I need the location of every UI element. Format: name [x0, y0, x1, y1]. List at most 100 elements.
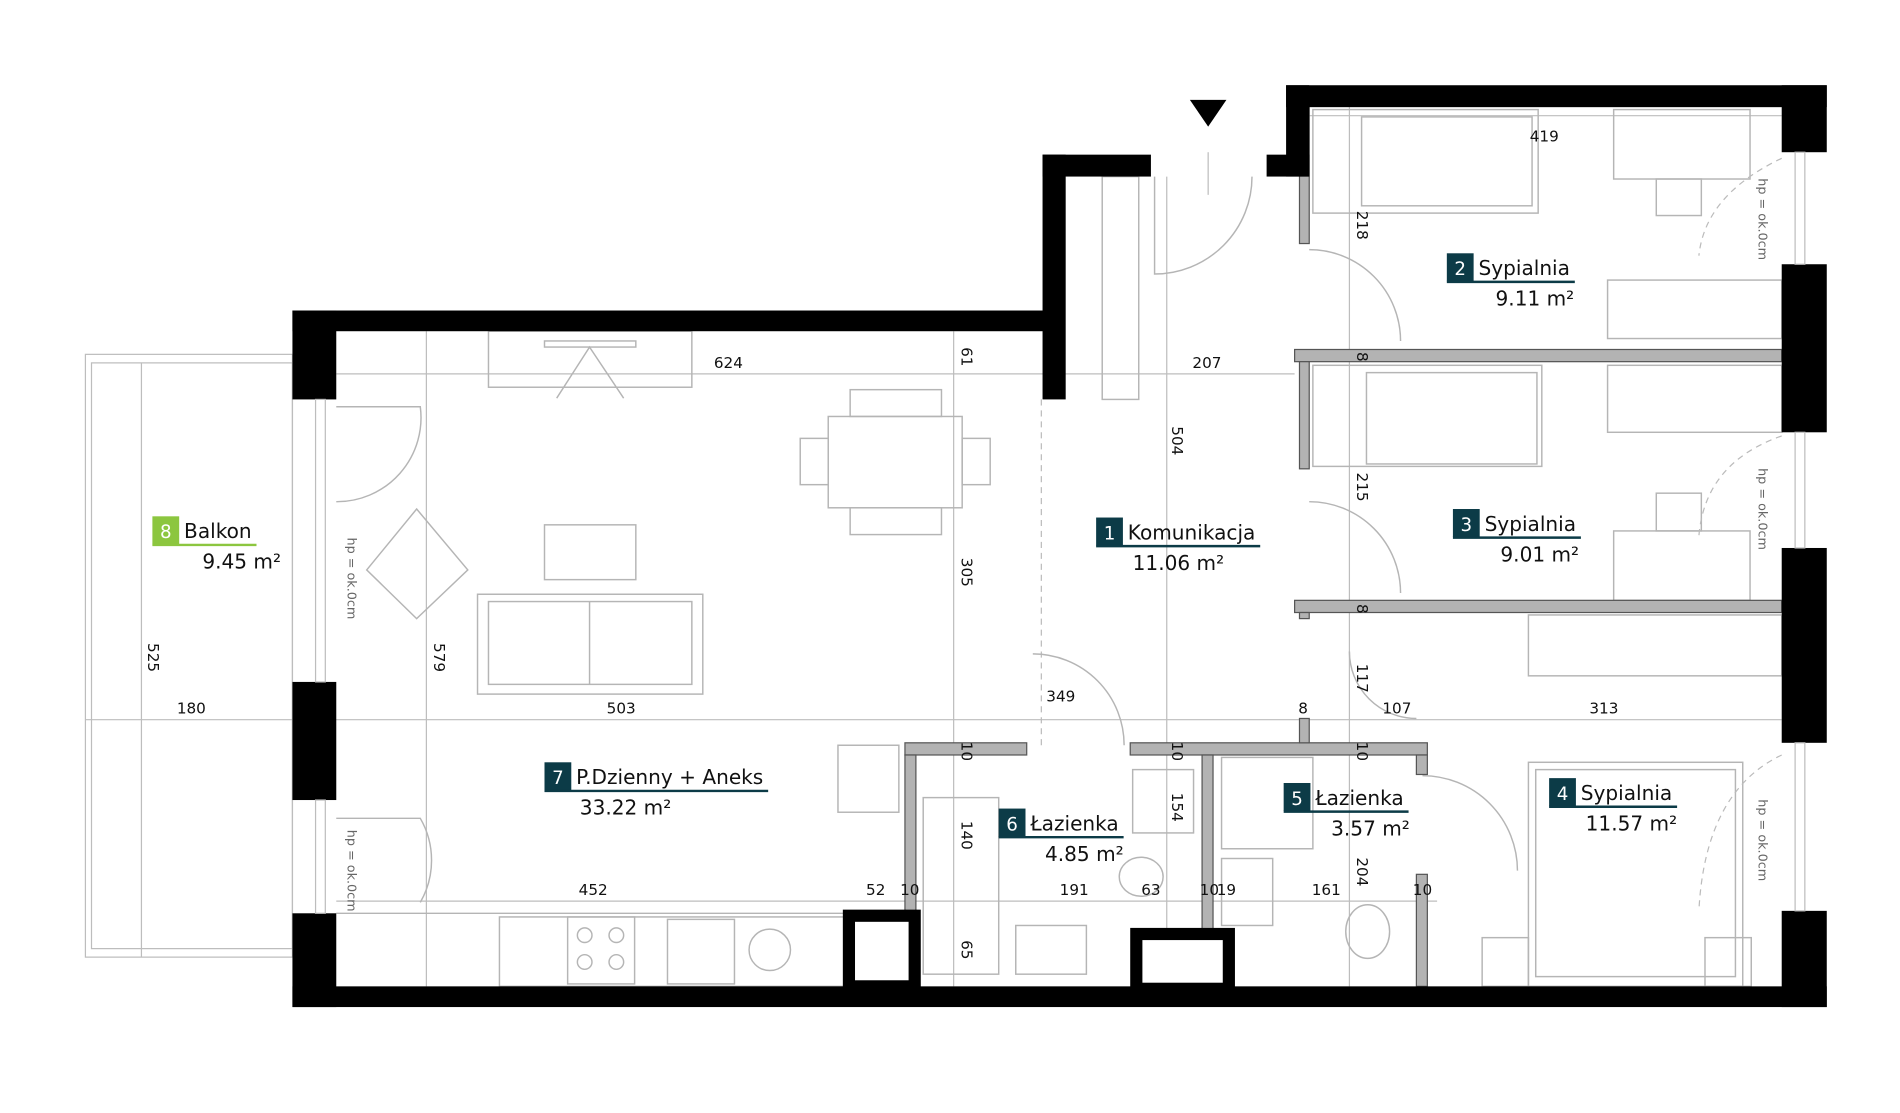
dimension-label: 10: [900, 881, 919, 899]
area-value: 11.57: [1586, 811, 1650, 835]
room-number: 4: [1557, 784, 1569, 805]
room-name: Łazienka: [1314, 786, 1403, 810]
dimension-label: 579: [430, 643, 448, 672]
dimension-label: 117: [1353, 664, 1371, 693]
room-area: 3.57 m²: [1331, 816, 1410, 840]
kitchen-counter: [498, 916, 854, 988]
room-number-tag: [544, 762, 572, 791]
room-name: Komunikacja: [1128, 520, 1256, 544]
wardrobe: [1527, 614, 1783, 677]
dimension-label: 52: [866, 881, 885, 899]
dimension-label: 8: [1353, 352, 1371, 362]
window-notes: hp = ok.0cm hp = ok.0cm hp = ok.0cm hp = ok…: [343, 178, 1769, 911]
dimension-label: 204: [1353, 857, 1371, 886]
dimension-label: 419: [1530, 127, 1559, 145]
room-label-2: 2 Sypialnia 9.11 m²: [1446, 253, 1575, 311]
room-label-6: 6 Łazienka 4.85 m²: [998, 808, 1124, 866]
area-value: 4.85: [1045, 842, 1096, 866]
area-value: 33.22: [580, 796, 644, 820]
dimension-label: 305: [957, 558, 975, 587]
dimension-label: 61: [957, 347, 975, 366]
balcony-outline: [84, 353, 294, 958]
room-number-tag: [1096, 517, 1123, 546]
area-unit: m²: [1197, 551, 1225, 575]
area-unit: m²: [1382, 816, 1410, 840]
doors: [336, 157, 1782, 911]
area-unit: m²: [644, 796, 672, 820]
dimension-label: 8: [1353, 604, 1371, 614]
room-label-5: 5 Łazienka 3.57 m²: [1283, 782, 1410, 840]
dimension-lines: [85, 107, 1782, 987]
area-unit: m²: [253, 550, 281, 574]
room-name: Sypialnia: [1485, 512, 1576, 536]
room-area: 9.45 m²: [202, 550, 281, 574]
dimension-label: 10: [1168, 742, 1186, 761]
room-number-tag: [1549, 778, 1576, 807]
dimension-label: 8: [1298, 700, 1308, 718]
area-unit: m²: [1096, 842, 1124, 866]
dimension-label: 19: [1217, 881, 1236, 899]
room-number-tag: [998, 808, 1026, 837]
area-unit: m²: [1547, 287, 1575, 311]
dimension-label: 10: [1200, 881, 1219, 899]
dimension-label: 215: [1353, 473, 1371, 502]
dimension-label: 63: [1141, 881, 1160, 899]
room-number-tag: [1452, 509, 1480, 538]
area-value: 3.57: [1331, 816, 1382, 840]
wardrobe: [1606, 279, 1783, 340]
window-height-note: hp = ok.0cm: [343, 830, 358, 912]
area-value: 9.45: [202, 550, 253, 574]
room-name: P.Dzienny + Aneks: [576, 765, 763, 789]
room-number-tag: [152, 516, 180, 545]
area-unit: m²: [1650, 811, 1678, 835]
room-area: 11.57 m²: [1586, 811, 1677, 835]
room-label-3: 3 Sypialnia 9.01 m²: [1452, 509, 1581, 566]
area-unit: m²: [1552, 542, 1580, 566]
room-number: 3: [1461, 515, 1473, 536]
room-name: Balkon: [184, 519, 252, 543]
dimension-label: 313: [1589, 700, 1618, 718]
room-name: Sypialnia: [1581, 781, 1672, 805]
dimension-label: 504: [1168, 426, 1186, 455]
room-number: 6: [1006, 814, 1018, 835]
dining-table: [827, 415, 963, 509]
dimension-label: 10: [1413, 881, 1432, 899]
window-height-note: hp = ok.0cm: [343, 537, 358, 619]
partition-walls: [904, 106, 1783, 987]
dimension-label: 107: [1382, 700, 1411, 718]
window-height-note: hp = ok.0cm: [1755, 178, 1770, 260]
room-name: Łazienka: [1029, 811, 1118, 835]
dimension-label: 10: [957, 742, 975, 761]
dimension-label: 140: [957, 821, 975, 850]
room-number: 2: [1454, 259, 1466, 280]
wardrobe: [1101, 175, 1140, 401]
room-number: 8: [160, 522, 172, 543]
room-area: 9.11 m²: [1496, 287, 1575, 311]
room-area: 4.85 m²: [1045, 842, 1124, 866]
room-label-1: 1 Komunikacja 11.06 m²: [1096, 517, 1261, 575]
dimension-label: 624: [714, 354, 743, 372]
dimension-label: 525: [144, 643, 162, 672]
dimension-label: 191: [1060, 881, 1089, 899]
area-value: 11.06: [1133, 551, 1197, 575]
bathtub: [922, 796, 1000, 975]
exterior-walls: [292, 85, 1827, 1008]
area-value: 9.01: [1500, 542, 1551, 566]
armchair: [365, 507, 469, 620]
room-number: 5: [1291, 789, 1303, 810]
window-height-note: hp = ok.0cm: [1755, 468, 1770, 550]
room-number-tag: [1283, 782, 1311, 812]
room-name: Sypialnia: [1478, 256, 1569, 280]
dimension-label: 154: [1168, 793, 1186, 822]
bed: [1312, 364, 1543, 468]
dimension-label: 161: [1312, 881, 1341, 899]
dimension-label: 452: [579, 881, 608, 899]
dimension-label: 65: [957, 940, 975, 959]
dimension-label: 349: [1046, 687, 1075, 705]
room-number: 1: [1104, 523, 1116, 544]
